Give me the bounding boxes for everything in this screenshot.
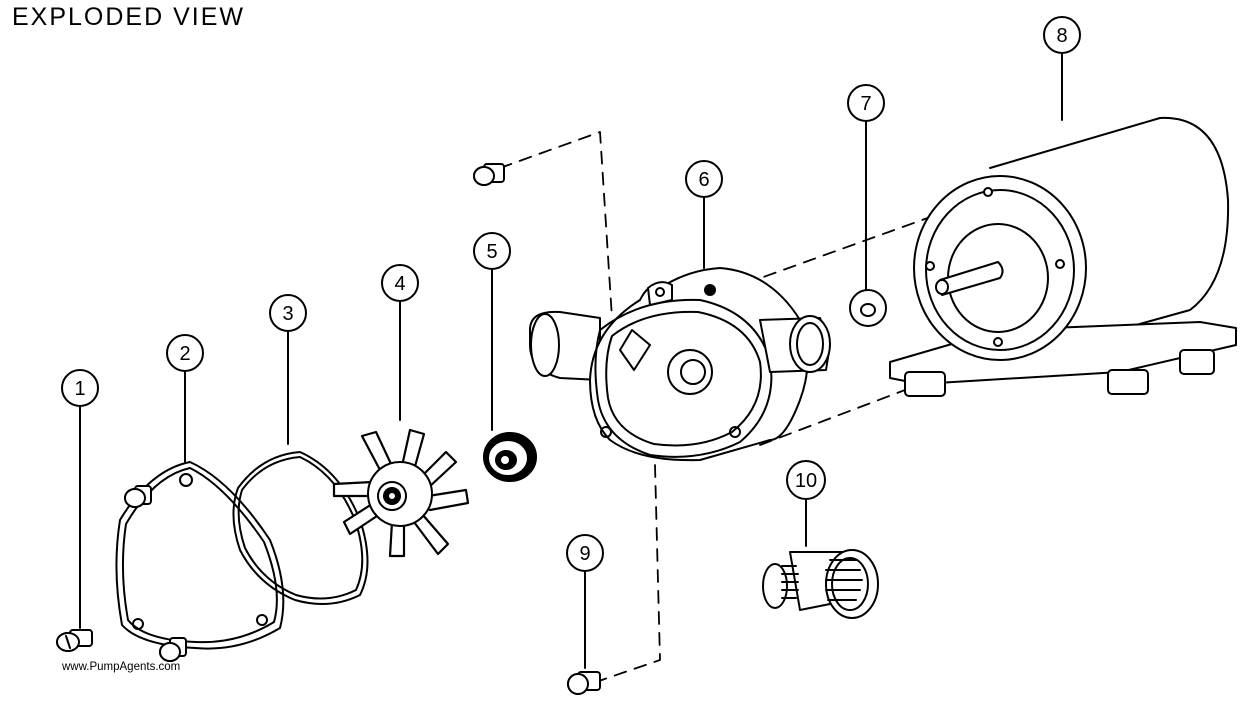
callout-leaders: [79, 53, 1063, 669]
part-4-impeller: [332, 428, 470, 558]
part-1-screw: [56, 629, 93, 652]
callout-9: 9: [566, 534, 604, 572]
callout-8: 8: [1043, 16, 1081, 54]
callout-10: 10: [786, 460, 826, 500]
part-2-cover-plate: [115, 461, 285, 662]
part-8-motor: [889, 116, 1237, 397]
part-10-port-fitting: [762, 549, 879, 619]
callout-5: 5: [473, 232, 511, 270]
callout-10-label: 10: [795, 470, 817, 492]
callout-4-label: 4: [394, 273, 405, 295]
watermark-text: www.PumpAgents.com: [62, 661, 181, 673]
callout-6: 6: [685, 160, 723, 198]
page-title: EXPLODED VIEW: [12, 3, 245, 31]
callout-2: 2: [166, 334, 204, 372]
callouts: 1 2 3 4 5 6 7 8 9 10: [61, 16, 1081, 572]
callout-9-label: 9: [579, 543, 590, 565]
part-3-gasket: [232, 451, 369, 605]
callout-2-label: 2: [179, 343, 190, 365]
callout-3: 3: [269, 294, 307, 332]
part-6-pump-body: [529, 267, 831, 462]
callout-7-label: 7: [860, 93, 871, 115]
callout-7: 7: [847, 84, 885, 122]
part-5-bearing: [483, 432, 537, 482]
callout-4: 4: [381, 264, 419, 302]
callout-8-label: 8: [1056, 25, 1067, 47]
callout-1-label: 1: [74, 378, 85, 400]
callout-3-label: 3: [282, 303, 293, 325]
part-7-washer: [849, 289, 887, 327]
callout-6-label: 6: [698, 169, 709, 191]
callout-1: 1: [61, 369, 99, 407]
part-9-screws: [473, 163, 601, 695]
callout-5-label: 5: [486, 241, 497, 263]
